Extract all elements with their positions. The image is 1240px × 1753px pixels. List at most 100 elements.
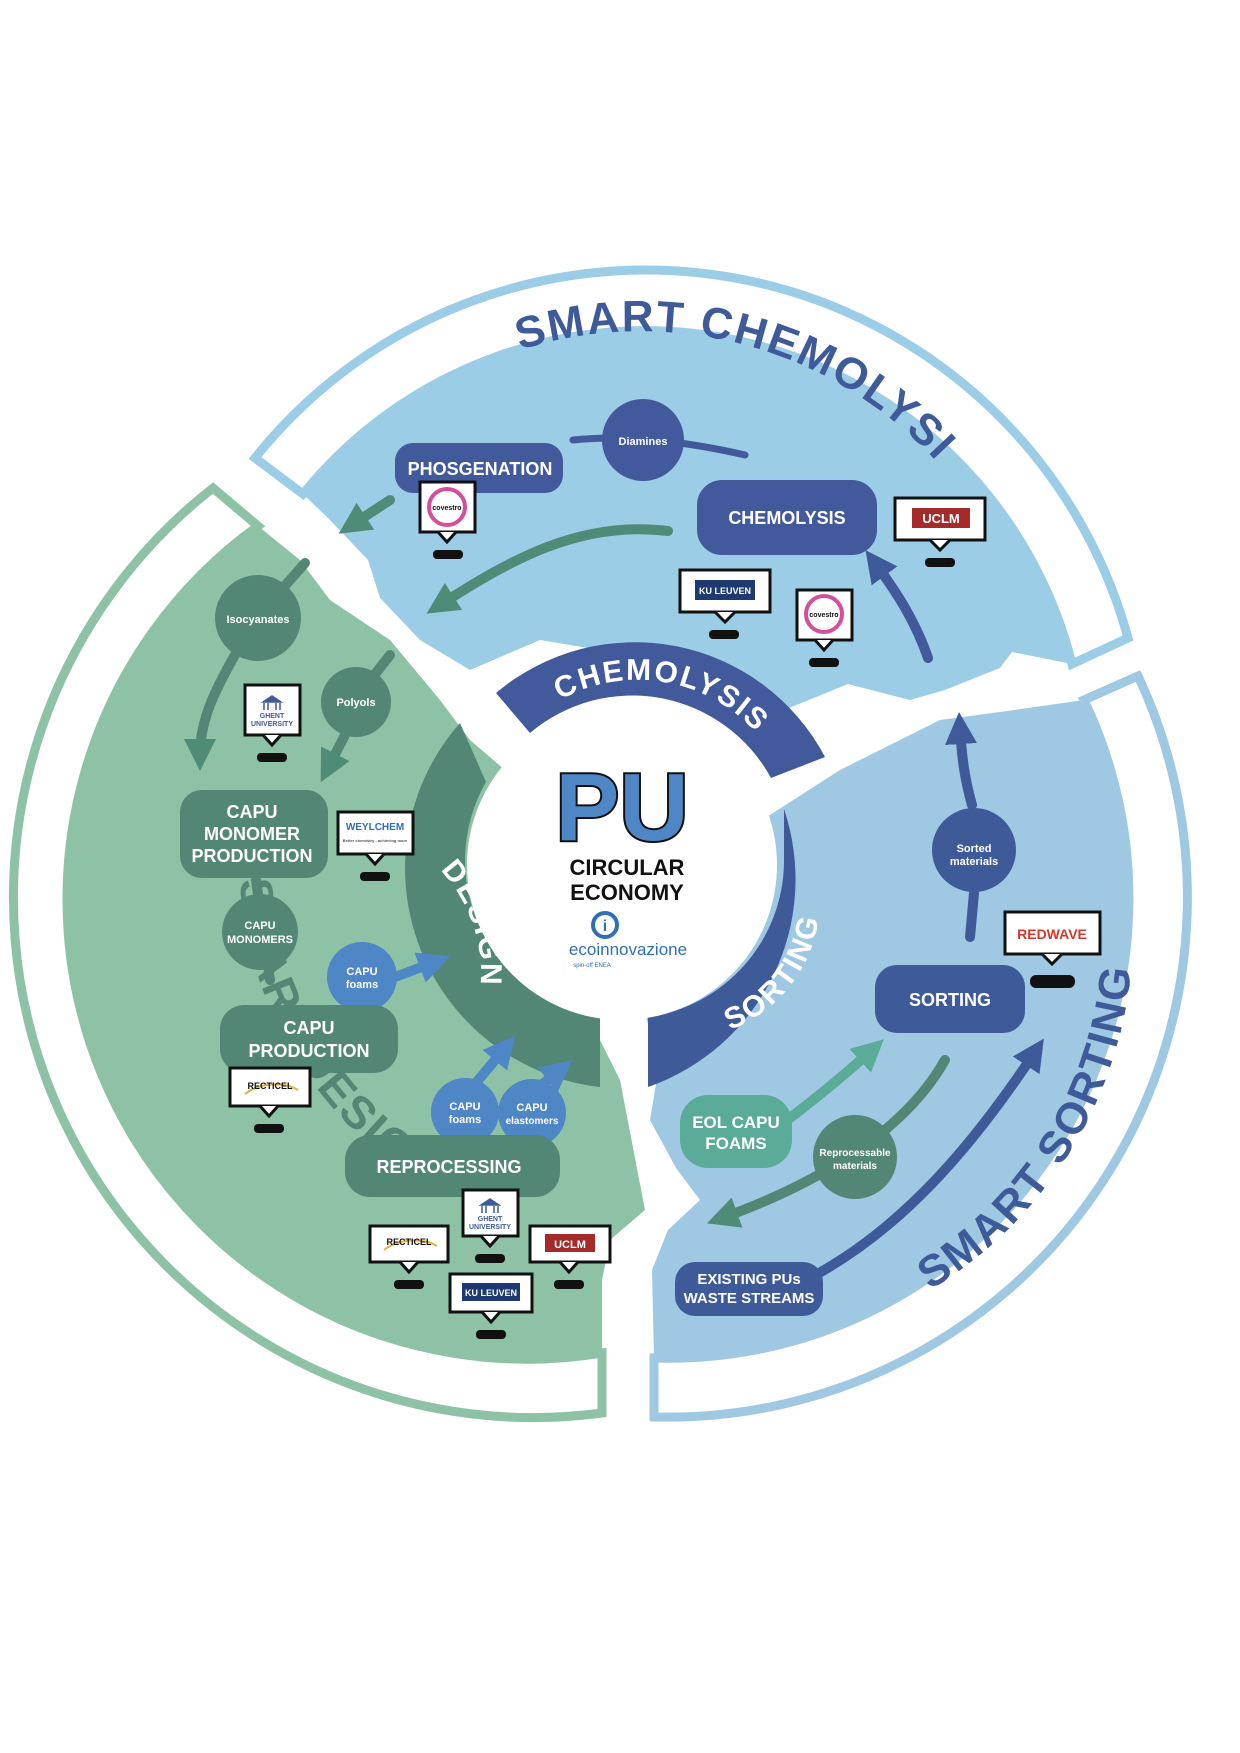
node-existing-pus-waste-streams: EXISTING PUs WASTE STREAMS	[675, 1262, 823, 1316]
capu-production-line1: CAPU	[283, 1018, 334, 1038]
logo-sign-redwave: REDWAVE	[1003, 910, 1102, 988]
existing-pus-line1: EXISTING PUs	[697, 1271, 800, 1288]
ecoinnovazione-logo-icon: i	[591, 911, 619, 939]
node-capu-elastomers: CAPU elastomers	[498, 1079, 566, 1147]
brand-ecoinnovazione: ecoinnovazione	[569, 940, 687, 959]
ku-leuven-1-label: KU LEUVEN	[699, 586, 751, 596]
inner-ring	[405, 642, 825, 1087]
recticel-swoosh-icon	[244, 1083, 299, 1095]
weylchem-tag: Better chemistry - achieving more	[343, 838, 408, 843]
logo-sign-ghent-2: GHENT UNIVERSITY	[461, 1188, 520, 1263]
inner-arc-design	[405, 723, 600, 1087]
polyols-label: Polyols	[336, 697, 375, 709]
covestro-ring-icon	[804, 594, 844, 634]
arrow-sorted-to-sorting	[965, 888, 979, 942]
existing-pus-line2: WASTE STREAMS	[684, 1290, 815, 1307]
logo-sign-covestro-2: covestro	[795, 588, 854, 667]
capu-foams-design-line1: CAPU	[346, 966, 377, 978]
brand-tag: spin-off ENEA	[573, 963, 611, 969]
capu-production-line2: PRODUCTION	[249, 1041, 370, 1061]
capu-monomer-production-line1: CAPU	[226, 802, 277, 822]
arrow-to-chemolysis	[865, 550, 933, 663]
arrow-chemolysis-to-phosgenation	[426, 524, 673, 614]
logo-sign-ku-leuven-1: KU LEUVEN	[678, 568, 772, 639]
node-capu-monomer-production: CAPU MONOMER PRODUCTION	[180, 790, 328, 878]
logo-sign-uclm-2: UCLM	[528, 1224, 612, 1289]
inner-arc-sorting	[648, 809, 796, 1087]
center-line-economy: ECONOMY	[570, 880, 684, 905]
ghent-building-icon	[478, 1198, 502, 1213]
node-reprocessing: REPROCESSING	[345, 1135, 560, 1197]
arrow-phosgenation-down	[338, 495, 395, 534]
phosgenation-label: PHOSGENATION	[408, 459, 553, 479]
logo-sign-covestro-1: covestro	[418, 480, 477, 559]
isocyanates-label: Isocyanates	[227, 614, 290, 626]
ku-leuven-2-label: KU LEUVEN	[465, 1288, 517, 1298]
eol-capu-foams-line1: EOL CAPU	[692, 1113, 780, 1132]
center-disc	[467, 710, 777, 1020]
node-capu-production: CAPU PRODUCTION	[220, 1005, 398, 1073]
reprocessable-line2: materials	[833, 1161, 877, 1172]
node-diamines: Diamines	[602, 399, 684, 481]
weylchem-label: WEYLCHEM	[346, 822, 404, 833]
covestro-ring-icon	[427, 487, 467, 527]
capu-monomer-production-line2: MONOMER	[204, 824, 300, 844]
logo-sign-weylchem: WEYLCHEM Better chemistry - achieving mo…	[336, 810, 415, 881]
node-eol-capu-foams: EOL CAPU FOAMS	[680, 1095, 792, 1168]
uclm-1-label: UCLM	[922, 511, 960, 526]
center-logo: PU CIRCULAR ECONOMY i ecoinnovazione spi…	[553, 752, 690, 969]
node-isocyanates: Isocyanates	[215, 575, 301, 661]
logo-sign-uclm-1: UCLM	[893, 496, 987, 567]
capu-foams-reproc-line1: CAPU	[449, 1101, 480, 1113]
arrow-to-sorted-materials	[945, 712, 977, 810]
covestro-2-label: covestro	[809, 612, 838, 619]
inner-arc-chemolysis	[496, 642, 825, 778]
recticel-2-label: RECTICEL	[387, 1237, 433, 1247]
logo-sign-ku-leuven-2: KU LEUVEN	[448, 1272, 534, 1339]
node-reprocessable-materials: Reprocessable materials	[813, 1115, 897, 1199]
node-capu-monomers: CAPU MONOMERS	[222, 894, 298, 970]
sorting-label: SORTING	[909, 990, 991, 1010]
logo-sign-recticel-2: RECTICEL	[368, 1224, 450, 1289]
ghent-building-icon	[260, 695, 284, 710]
diamines-label: Diamines	[619, 436, 668, 448]
capu-monomers-line2: MONOMERS	[227, 934, 293, 946]
reprocessing-label: REPROCESSING	[376, 1157, 521, 1177]
arrow-polyols-down	[320, 730, 350, 783]
arrow-capu-foams-to-design	[390, 952, 450, 983]
covestro-1-label: covestro	[432, 505, 461, 512]
recticel-swoosh-icon	[383, 1239, 438, 1251]
capu-monomers-line1: CAPU	[244, 920, 275, 932]
node-chemolysis: CHEMOLYSIS	[697, 480, 877, 555]
logo-sign-ghent-1: GHENT UNIVERSITY	[243, 683, 302, 762]
ghent-2-line2: UNIVERSITY	[469, 1224, 511, 1231]
node-sorted-materials: Sorted materials	[932, 808, 1016, 892]
uclm-2-label: UCLM	[554, 1239, 586, 1251]
chemolysis-sector-fill	[303, 330, 1072, 720]
capu-elastomers-line2: elastomers	[506, 1116, 559, 1127]
arrow-eol-to-sorting	[785, 1039, 884, 1123]
redwave-label: REDWAVE	[1017, 926, 1087, 942]
ghent-2-line1: GHENT	[478, 1216, 503, 1223]
recticel-1-label: RECTICEL	[248, 1081, 294, 1091]
node-sorting: SORTING	[875, 965, 1025, 1033]
reprocessable-line1: Reprocessable	[819, 1148, 891, 1159]
svg-text:i: i	[603, 918, 607, 935]
arrow-isocyanates-top	[278, 558, 310, 593]
node-polyols: Polyols	[321, 667, 391, 737]
logo-sign-recticel-1: RECTICEL	[228, 1066, 312, 1133]
chemolysis-label: CHEMOLYSIS	[728, 508, 845, 528]
ghent-1-line1: GHENT	[260, 713, 285, 720]
pu-title: PU	[555, 754, 688, 861]
eol-capu-foams-line2: FOAMS	[705, 1134, 766, 1153]
capu-foams-reproc-line2: foams	[449, 1114, 481, 1126]
center-line-circular: CIRCULAR	[570, 855, 685, 880]
node-capu-foams-reprocessing: CAPU foams	[431, 1078, 499, 1146]
arrow-existing-to-sorting	[805, 1038, 1044, 1283]
node-capu-foams-design: CAPU foams	[327, 942, 397, 1012]
sorted-materials-line1: Sorted	[957, 843, 992, 855]
capu-foams-design-line2: foams	[346, 979, 378, 991]
arrow-isocyanates-down	[184, 650, 240, 771]
ghent-1-line2: UNIVERSITY	[251, 721, 293, 728]
